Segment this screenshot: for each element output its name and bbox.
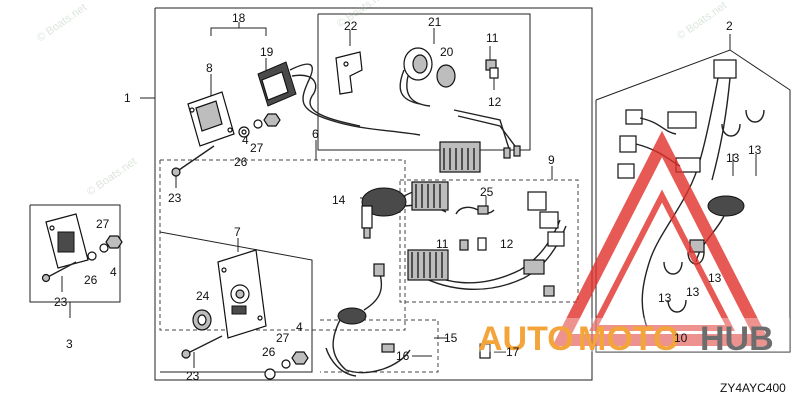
callout-26: 26 bbox=[234, 155, 248, 169]
callout-22: 22 bbox=[344, 19, 358, 33]
bracket-22 bbox=[335, 51, 363, 95]
callout-27: 27 bbox=[250, 141, 264, 155]
callout-26: 26 bbox=[84, 273, 98, 287]
callout-11: 11 bbox=[436, 237, 449, 251]
panel-assembly-7-box bbox=[159, 231, 313, 373]
fasteners-upper bbox=[238, 113, 281, 138]
watermark-text-hub: HUB bbox=[700, 320, 774, 358]
harness-9 bbox=[407, 191, 567, 297]
diagram-code: ZY4AYC400 bbox=[720, 381, 786, 395]
callout-13: 13 bbox=[726, 151, 740, 165]
callout-labels: 1 2 3 4 4 4 6 7 8 9 10 11 11 12 12 13 13… bbox=[54, 11, 786, 395]
callout-9: 9 bbox=[548, 153, 555, 167]
callout-18: 18 bbox=[232, 11, 246, 25]
sleeve-12-lower bbox=[477, 237, 487, 251]
callout-25: 25 bbox=[480, 185, 494, 199]
callout-23: 23 bbox=[168, 191, 182, 205]
sensor-group-box bbox=[317, 13, 531, 151]
harness-2 bbox=[617, 59, 745, 331]
watermark-wordmark: AUTO MOTO HUB bbox=[478, 320, 774, 358]
callout-23: 23 bbox=[54, 295, 68, 309]
screw-23-upper bbox=[171, 145, 215, 177]
solenoid-cable bbox=[325, 263, 411, 377]
clamp-25 bbox=[455, 205, 495, 215]
switch-body-19 bbox=[257, 61, 421, 136]
callout-17: 17 bbox=[506, 345, 520, 359]
cap-20 bbox=[436, 64, 456, 88]
callout-4: 4 bbox=[110, 265, 117, 279]
callout-6: 6 bbox=[312, 127, 319, 141]
panel-plate-7 bbox=[217, 249, 267, 339]
mount-plate-8 bbox=[187, 91, 235, 147]
callout-27: 27 bbox=[96, 217, 110, 231]
copyright-mark: © Boats.net bbox=[335, 0, 389, 30]
callout-11: 11 bbox=[486, 31, 499, 45]
callout-23: 23 bbox=[186, 369, 200, 383]
callout-20: 20 bbox=[440, 45, 454, 59]
knob-24 bbox=[192, 309, 212, 331]
callout-19: 19 bbox=[260, 45, 274, 59]
leader-lines bbox=[61, 22, 757, 368]
callout-13: 13 bbox=[658, 291, 672, 305]
panel-assembly-3-box bbox=[29, 204, 121, 303]
callout-14: 14 bbox=[332, 193, 346, 207]
callout-4: 4 bbox=[242, 133, 249, 147]
fasteners-panel-3 bbox=[41, 235, 123, 283]
switch-group-box bbox=[159, 159, 406, 331]
callout-13: 13 bbox=[748, 143, 762, 157]
fasteners-lower bbox=[264, 351, 309, 380]
sleeve-12-upper bbox=[489, 67, 499, 79]
callout-4: 4 bbox=[296, 320, 303, 334]
watermark-text-moto: MOTO bbox=[578, 320, 679, 358]
sensor-21 bbox=[399, 47, 433, 107]
copyright-mark: © Boats.net bbox=[85, 156, 139, 199]
harness-9-box bbox=[399, 179, 579, 303]
key-switch-14 bbox=[361, 181, 449, 239]
callout-16: 16 bbox=[396, 349, 410, 363]
main-assembly-border bbox=[154, 7, 593, 381]
lower-cable-box bbox=[320, 319, 439, 373]
copyright-mark: © Boats.net bbox=[675, 0, 729, 42]
callout-7: 7 bbox=[234, 225, 241, 239]
callout-27: 27 bbox=[276, 331, 290, 345]
watermark-text-auto: AUTO bbox=[478, 320, 574, 358]
wire-leads bbox=[439, 109, 521, 173]
callout-8: 8 bbox=[206, 61, 213, 75]
bolt-11-lower bbox=[459, 239, 469, 251]
callout-26: 26 bbox=[262, 345, 276, 359]
callout-10: 10 bbox=[674, 331, 688, 345]
panel-plate-3 bbox=[45, 213, 89, 269]
callout-3: 3 bbox=[66, 337, 73, 351]
automotohub-watermark bbox=[478, 130, 790, 352]
callout-13: 13 bbox=[686, 285, 700, 299]
callout-13: 13 bbox=[708, 271, 722, 285]
harness-2-box bbox=[595, 49, 791, 353]
callout-24: 24 bbox=[196, 289, 210, 303]
callout-1: 1 bbox=[124, 91, 131, 105]
copyright-mark: © Boats.net bbox=[35, 2, 89, 45]
grommet-17 bbox=[479, 343, 491, 359]
screw-23-lower bbox=[181, 335, 223, 359]
callout-21: 21 bbox=[428, 15, 442, 29]
callout-12: 12 bbox=[488, 95, 502, 109]
callout-2: 2 bbox=[726, 19, 733, 33]
callout-12: 12 bbox=[500, 237, 514, 251]
callout-15: 15 bbox=[444, 331, 458, 345]
